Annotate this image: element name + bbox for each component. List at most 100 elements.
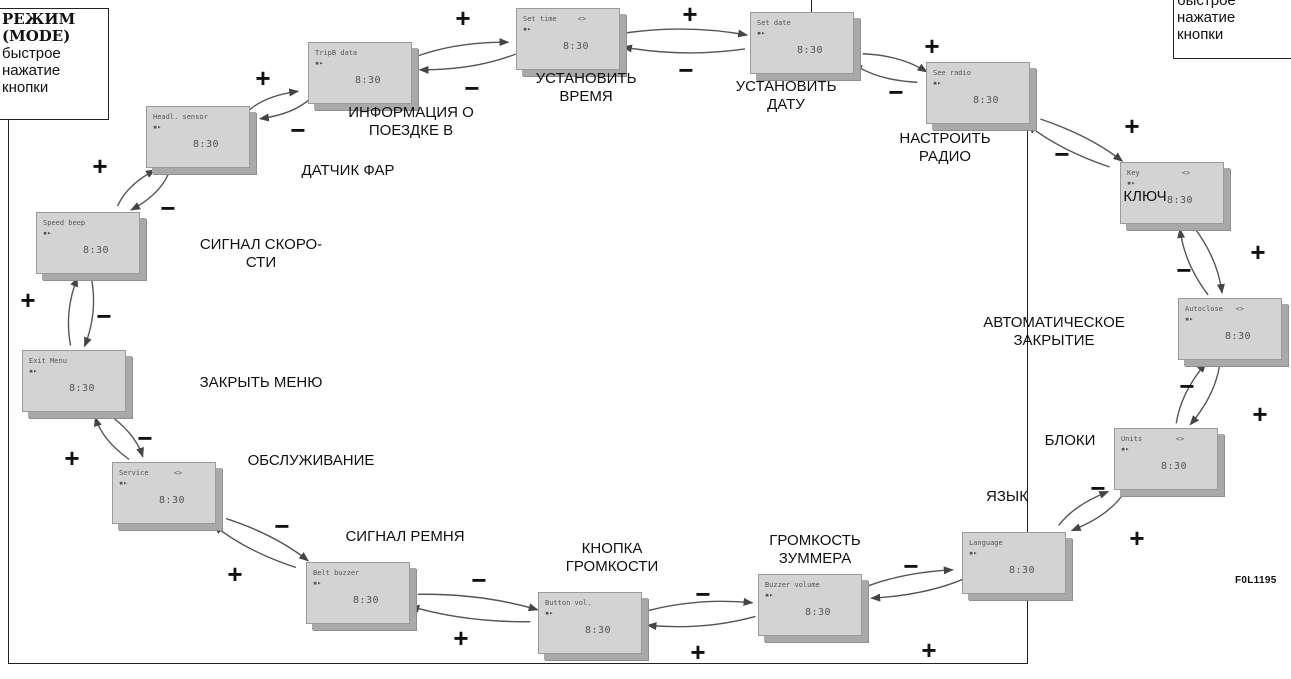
screen-temp-icon: ▪▸ [523, 25, 532, 33]
plus-arrow [409, 604, 531, 623]
lcd-screen: Autoclose <>▪▸8:30 [1178, 298, 1282, 360]
plus-sign: + [1129, 523, 1145, 553]
lcd-screen: Service <>▪▸8:30 [112, 462, 216, 524]
lcd-screen: Set date▪▸8:30 [750, 12, 854, 74]
mode-right-box: быстрое нажатие кнопки [1173, 0, 1291, 59]
screen-text: Buzzer volume [765, 581, 820, 589]
minus-sign: − [695, 579, 711, 609]
screen-text: Belt buzzer [313, 569, 360, 577]
screen-text: Autoclose <> [1185, 305, 1245, 313]
minus-sign: − [471, 565, 487, 595]
menu-caption: ГРОМКОСТЬ ЗУММЕРА [769, 532, 861, 567]
screen-temp-icon: ▪▸ [29, 367, 38, 375]
screen-time: 8:30 [159, 495, 186, 506]
screen-time: 8:30 [1167, 195, 1194, 206]
screen-temp-icon: ▪▸ [757, 29, 766, 37]
plus-sign: + [227, 559, 243, 589]
screen-text: Key <> [1127, 169, 1191, 177]
screen-temp-icon: ▪▸ [313, 579, 322, 587]
minus-arrow [860, 566, 954, 590]
lcd-screen: TripB data▪▸8:30 [308, 42, 412, 104]
screen-text: Set date [757, 19, 791, 27]
minus-sign: − [160, 193, 176, 223]
minus-sign: − [678, 55, 694, 85]
menu-caption: УСТАНОВИТЬ ВРЕМЯ [535, 70, 637, 105]
mode-note-line: нажатие [1177, 9, 1236, 26]
screen-text: TripB data [315, 49, 358, 57]
menu-caption: ЯЗЫК [986, 488, 1028, 505]
mode-note-line: быстрое [2, 45, 61, 62]
screen-time: 8:30 [563, 41, 590, 52]
plus-sign: + [64, 443, 80, 473]
screen-time: 8:30 [83, 245, 110, 256]
screen-temp-icon: ▪▸ [765, 591, 774, 599]
minus-arrow [225, 517, 309, 562]
screen-temp-icon: ▪▸ [1185, 315, 1194, 323]
screen-temp-icon: ▪▸ [153, 123, 162, 131]
plus-arrow [870, 578, 964, 602]
mode-note-line: нажатие [2, 62, 61, 79]
plus-sign: + [924, 31, 940, 61]
plus-arrow [1070, 496, 1122, 532]
minus-arrow [1175, 362, 1207, 424]
lcd-screen: Button vol.▪▸8:30 [538, 592, 642, 654]
plus-arrow [412, 38, 510, 59]
plus-arrow [862, 53, 928, 73]
screen-text: Exit Menu [29, 357, 67, 365]
mode-title: РЕЖИМ [2, 10, 76, 28]
plus-arrow [94, 416, 130, 460]
minus-sign: − [1179, 371, 1195, 401]
screen-time: 8:30 [1009, 565, 1036, 576]
plus-sign: + [682, 0, 698, 29]
minus-arrow [644, 597, 754, 613]
lcd-screen: Language▪▸8:30 [962, 532, 1066, 594]
screen-time: 8:30 [355, 75, 382, 86]
minus-sign: − [274, 511, 290, 541]
minus-sign: − [1090, 473, 1106, 503]
minus-sign: − [464, 73, 480, 103]
plus-sign: + [1124, 111, 1140, 141]
menu-caption: УСТАНОВИТЬ ДАТУ [735, 78, 837, 113]
plus-sign: + [1250, 237, 1266, 267]
minus-sign: − [137, 423, 153, 453]
plus-arrow [646, 615, 756, 631]
figure-code: F0L1195 [1235, 575, 1277, 586]
minus-arrow [108, 414, 144, 458]
plus-sign: + [92, 151, 108, 181]
minus-arrow [258, 98, 311, 122]
minus-sign: − [1176, 255, 1192, 285]
plus-sign: + [921, 635, 937, 665]
screen-temp-icon: ▪▸ [1127, 179, 1136, 187]
lcd-screen: Exit Menu ▪▸ 8:30 [22, 350, 126, 412]
screen-text: Set time <> [523, 15, 587, 23]
minus-sign: − [1054, 139, 1070, 169]
menu-caption: БЛОКИ [1044, 432, 1096, 449]
lcd-screen: Key <> ▪▸ 8:30 [1120, 162, 1224, 224]
mode-note-line: быстрое [1177, 0, 1236, 9]
plus-arrow [116, 169, 156, 207]
mode-left-box: РЕЖИМ (MODE) быстрое нажатие кнопки [0, 8, 109, 120]
mode-note-line: кнопки [1177, 26, 1224, 43]
plus-arrow [1189, 364, 1221, 426]
lcd-screen: Speed beep ▪▸ 8:30 [36, 212, 140, 274]
menu-caption: НАСТРОИТЬ РАДИО [899, 130, 991, 165]
screen-text: See radio [933, 69, 971, 77]
screen-time: 8:30 [585, 625, 612, 636]
plus-sign: + [455, 3, 471, 33]
screen-text: Language [969, 539, 1003, 547]
minus-arrow [1026, 124, 1110, 168]
plus-sign: + [1252, 399, 1268, 429]
menu-caption: КНОПКА ГРОМКОСТИ [565, 540, 659, 575]
screen-time: 8:30 [69, 383, 96, 394]
plus-arrow [247, 88, 300, 112]
menu-caption: ОБСЛУЖИВАНИЕ [247, 452, 375, 469]
lcd-screen: Belt buzzer▪▸8:30 [306, 562, 410, 624]
plus-sign: + [453, 623, 469, 653]
screen-text: Speed beep [43, 219, 86, 227]
minus-arrow [1058, 490, 1110, 526]
screen-temp-icon: ▪▸ [43, 229, 52, 237]
screen-text: Units <> [1121, 435, 1185, 443]
outer-frame-line [8, 120, 1028, 664]
